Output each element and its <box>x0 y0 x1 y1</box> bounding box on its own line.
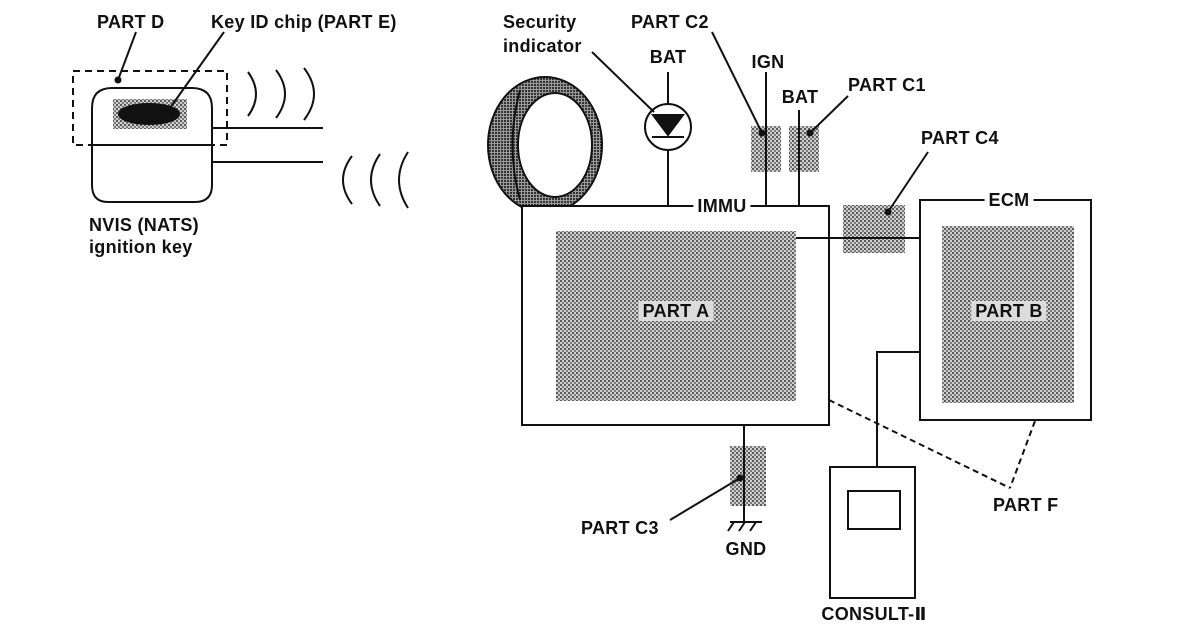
part-c1-leader <box>809 95 849 134</box>
part-d-label: PART D <box>97 12 165 32</box>
key-wave-1 <box>247 71 257 117</box>
part-a-label: PART A <box>638 301 714 321</box>
part-c4-label: PART C4 <box>921 128 999 148</box>
part-c4-leader <box>887 151 929 213</box>
consult-device <box>829 466 916 599</box>
part-c3-label: PART C3 <box>581 518 659 538</box>
coil-wave-3 <box>398 151 409 209</box>
key-name-line1: NVIS (NATS) <box>89 215 199 235</box>
part-c3-connector <box>730 446 766 506</box>
part-b-label: PART B <box>971 301 1047 321</box>
key-id-chip <box>118 103 180 125</box>
part-c1-dot <box>806 129 814 137</box>
key-name-line2: ignition key <box>89 237 193 257</box>
ground-tick-1 <box>727 521 735 532</box>
antenna-coil-inner <box>517 92 593 198</box>
part-f-dash-1 <box>828 399 1011 489</box>
antenna-coil-ring <box>511 89 521 201</box>
gnd-label: GND <box>725 539 767 559</box>
coil-wave-2 <box>370 153 381 207</box>
consult-screen <box>847 490 901 530</box>
security-leader <box>591 51 655 113</box>
ign-label: IGN <box>751 52 785 72</box>
ground-tick-2 <box>738 521 746 532</box>
part-f-dash-2 <box>1009 420 1036 489</box>
ground-tick-3 <box>749 521 757 532</box>
security-label-line2: indicator <box>503 36 582 56</box>
key-wave-3 <box>303 67 315 121</box>
consult-label: CONSULT-Ⅱ <box>821 604 927 624</box>
part-c3-leader <box>669 477 741 521</box>
ecm-label: ECM <box>984 190 1034 210</box>
part-c2-label: PART C2 <box>631 12 709 32</box>
part-c4-dot <box>884 208 892 216</box>
part-f-label: PART F <box>993 495 1059 515</box>
part-c3-dot <box>736 474 744 482</box>
part-d-leader <box>117 31 137 81</box>
part-c1-connector <box>789 126 819 172</box>
part-c4-connector <box>843 205 905 253</box>
diode-icon <box>651 114 685 137</box>
key-wave-2 <box>275 69 286 119</box>
consult-link-line <box>876 351 920 467</box>
immu-label: IMMU <box>693 196 751 216</box>
part-c2-leader <box>711 31 763 134</box>
part-d-dot <box>114 76 122 84</box>
part-c2-dot <box>758 129 766 137</box>
part-e-label: Key ID chip (PART E) <box>211 12 397 32</box>
coil-wave-1 <box>342 155 353 205</box>
part-c1-label: PART C1 <box>848 75 926 95</box>
security-label-line1: Security <box>503 12 577 32</box>
bat-indicator-label: BAT <box>649 47 687 67</box>
ignition-key-body <box>91 87 213 203</box>
part-e-leader <box>169 31 225 109</box>
bat-c1-label: BAT <box>781 87 819 107</box>
